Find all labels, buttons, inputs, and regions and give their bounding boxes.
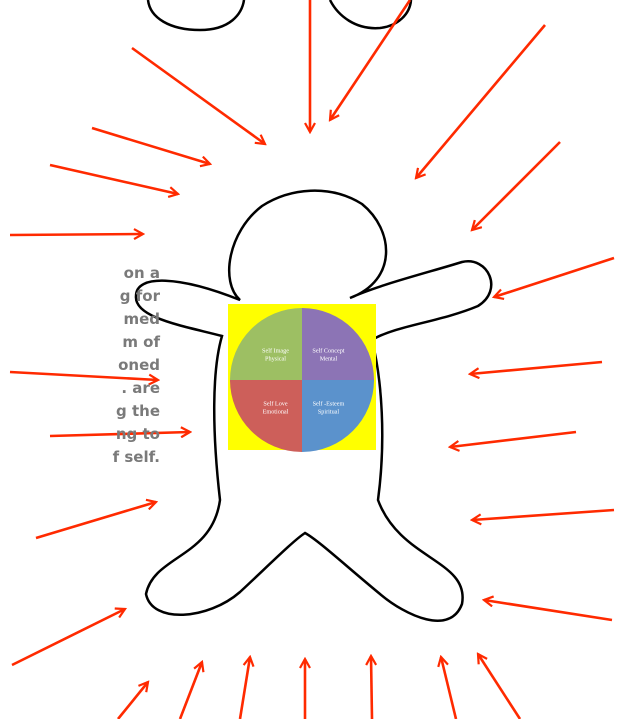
arrow	[12, 609, 125, 665]
arrow	[10, 234, 143, 235]
side-text-line: ng to	[0, 423, 160, 446]
side-text-line: g for	[0, 285, 160, 308]
arrow	[240, 657, 250, 719]
side-text-line: f self.	[0, 446, 160, 469]
arrow	[132, 48, 265, 144]
arrow	[450, 432, 576, 447]
arrow	[441, 657, 456, 719]
side-text-block: on a g for med m of oned . are g the ng …	[0, 262, 160, 469]
arrow	[494, 258, 614, 297]
arrow	[472, 510, 614, 520]
arrow	[472, 142, 560, 230]
side-text-line: . are	[0, 377, 160, 400]
arrow	[484, 600, 612, 620]
arrow	[50, 165, 178, 194]
side-text-line: m of	[0, 331, 160, 354]
arrow	[36, 502, 156, 538]
top-figure-outline	[148, 0, 411, 30]
arrow	[478, 654, 520, 719]
arrow	[118, 682, 148, 719]
arrow	[180, 662, 202, 719]
arrow	[92, 128, 210, 164]
arrow	[330, 0, 410, 120]
side-text-line: oned	[0, 354, 160, 377]
arrow	[470, 362, 602, 374]
arrow	[416, 25, 545, 178]
arrow	[371, 656, 372, 719]
side-text-line: g the	[0, 400, 160, 423]
side-text-line: on a	[0, 262, 160, 285]
side-text-line: med	[0, 308, 160, 331]
